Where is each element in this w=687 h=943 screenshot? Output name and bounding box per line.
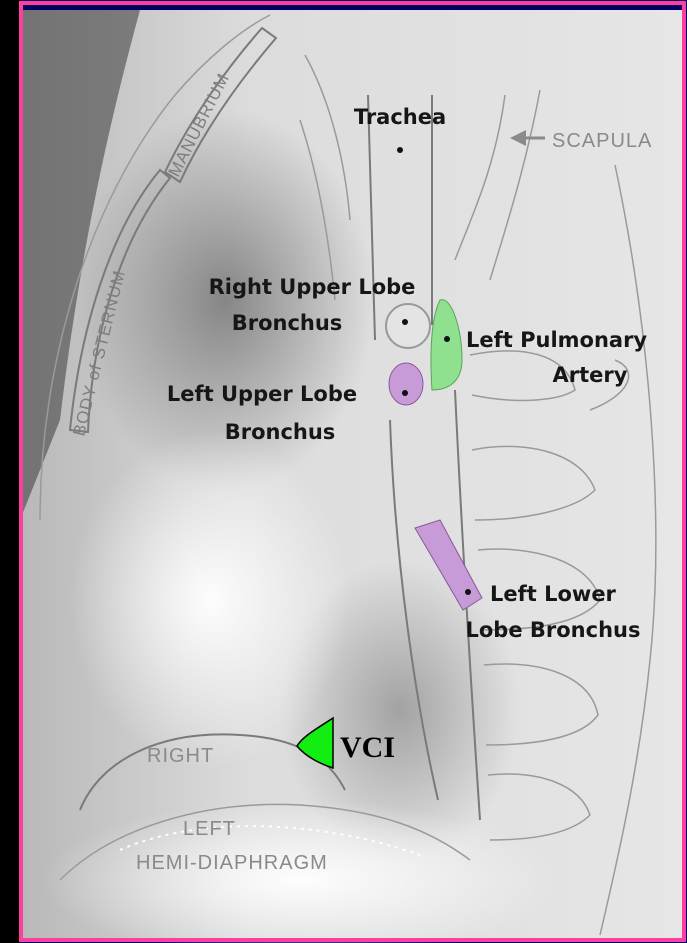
label-scapula: SCAPULA: [552, 130, 652, 152]
label-left: LEFT: [183, 818, 236, 840]
label-right-upper-lobe-line1: Right Upper Lobe: [209, 275, 416, 299]
label-left-lower-line1: Left Lower: [490, 582, 617, 606]
label-left-lower-line2: Lobe Bronchus: [466, 618, 641, 642]
right-upper-lobe-bronchus-shape: [386, 304, 430, 348]
left-upper-lobe-bronchus-dot: [402, 390, 408, 396]
left-upper-lobe-bronchus-shape: [389, 363, 423, 405]
label-vci: VCI: [340, 731, 395, 764]
label-left-pulmonary-line2: Artery: [553, 363, 628, 387]
label-left-pulmonary-line1: Left Pulmonary: [466, 328, 647, 352]
left-lower-lobe-bronchus-dot: [465, 589, 471, 595]
trachea-dot: [397, 147, 403, 153]
label-right: RIGHT: [147, 745, 214, 767]
label-left-upper-lobe-line2: Bronchus: [225, 420, 336, 444]
left-edge-strip: [0, 0, 20, 943]
heart-region: [70, 430, 350, 770]
right-upper-lobe-bronchus-dot: [402, 319, 408, 325]
label-left-upper-lobe-line1: Left Upper Lobe: [167, 382, 357, 406]
label-hemi-diaphragm: HEMI-DIAPHRAGM: [136, 852, 328, 874]
left-pulmonary-artery-dot: [444, 336, 450, 342]
label-trachea: Trachea: [354, 105, 446, 129]
label-right-upper-lobe-line2: Bronchus: [232, 311, 343, 335]
